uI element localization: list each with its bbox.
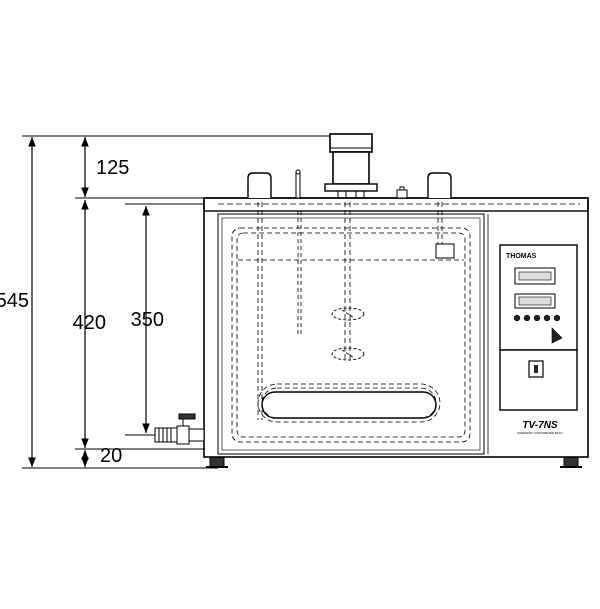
drain-valve xyxy=(154,413,205,445)
total-height-label: 545 xyxy=(0,290,29,312)
inner-tank-dashed-2 xyxy=(236,232,466,438)
drain-pipe xyxy=(154,427,178,443)
valve-connector xyxy=(188,428,205,442)
body-height-label: 420 xyxy=(73,312,106,334)
brand-label: THOMAS xyxy=(506,253,537,260)
right-foot xyxy=(563,456,579,468)
button-4[interactable] xyxy=(543,314,551,322)
lid-handles xyxy=(247,172,452,198)
model-label: TV-7NS xyxy=(522,420,558,431)
left-handle xyxy=(247,172,272,198)
foot-height-label: 20 xyxy=(100,445,122,467)
button-2[interactable] xyxy=(523,314,531,322)
valve-body xyxy=(176,425,190,445)
button-1[interactable] xyxy=(513,314,521,322)
top-knob xyxy=(396,186,408,199)
dim-top-projection: 125 xyxy=(81,137,129,197)
dim-body-height: 420 xyxy=(73,200,106,448)
valve-handle xyxy=(178,413,196,420)
dim-total-height: 545 xyxy=(0,137,36,467)
button-3[interactable] xyxy=(533,314,541,322)
motor-body xyxy=(332,151,370,185)
right-handle xyxy=(427,172,452,198)
power-switch-toggle xyxy=(534,365,538,373)
inner-tank-dashed xyxy=(231,227,471,443)
front-window xyxy=(217,213,485,455)
feet xyxy=(206,456,582,468)
hidden-tank xyxy=(231,202,471,443)
extension-lines xyxy=(22,135,330,469)
dim-foot-height: 20 xyxy=(81,445,122,467)
stirrer-motor xyxy=(324,133,378,198)
top-projection-label: 125 xyxy=(96,157,129,179)
sensor-block xyxy=(435,243,455,259)
lower-panel xyxy=(499,349,578,411)
cabinet xyxy=(203,197,589,458)
motor-base xyxy=(324,183,378,192)
stirrer-propellers xyxy=(331,307,365,361)
thermometer xyxy=(295,169,302,335)
control-panel: THOMAS TV-7NS KINEMATIC VISCOMETER BATH xyxy=(499,244,578,435)
water-depth-label: 350 xyxy=(131,309,164,331)
motor-cap xyxy=(329,133,373,153)
model-subtitle: KINEMATIC VISCOMETER BATH xyxy=(517,431,562,435)
heater-tube xyxy=(261,391,437,419)
control-buttons xyxy=(513,314,561,322)
arrow-key-icon[interactable] xyxy=(551,327,563,344)
left-foot xyxy=(209,456,225,468)
button-5[interactable] xyxy=(553,314,561,322)
dim-water-depth: 350 xyxy=(131,206,164,433)
front-window-inner xyxy=(221,217,481,451)
